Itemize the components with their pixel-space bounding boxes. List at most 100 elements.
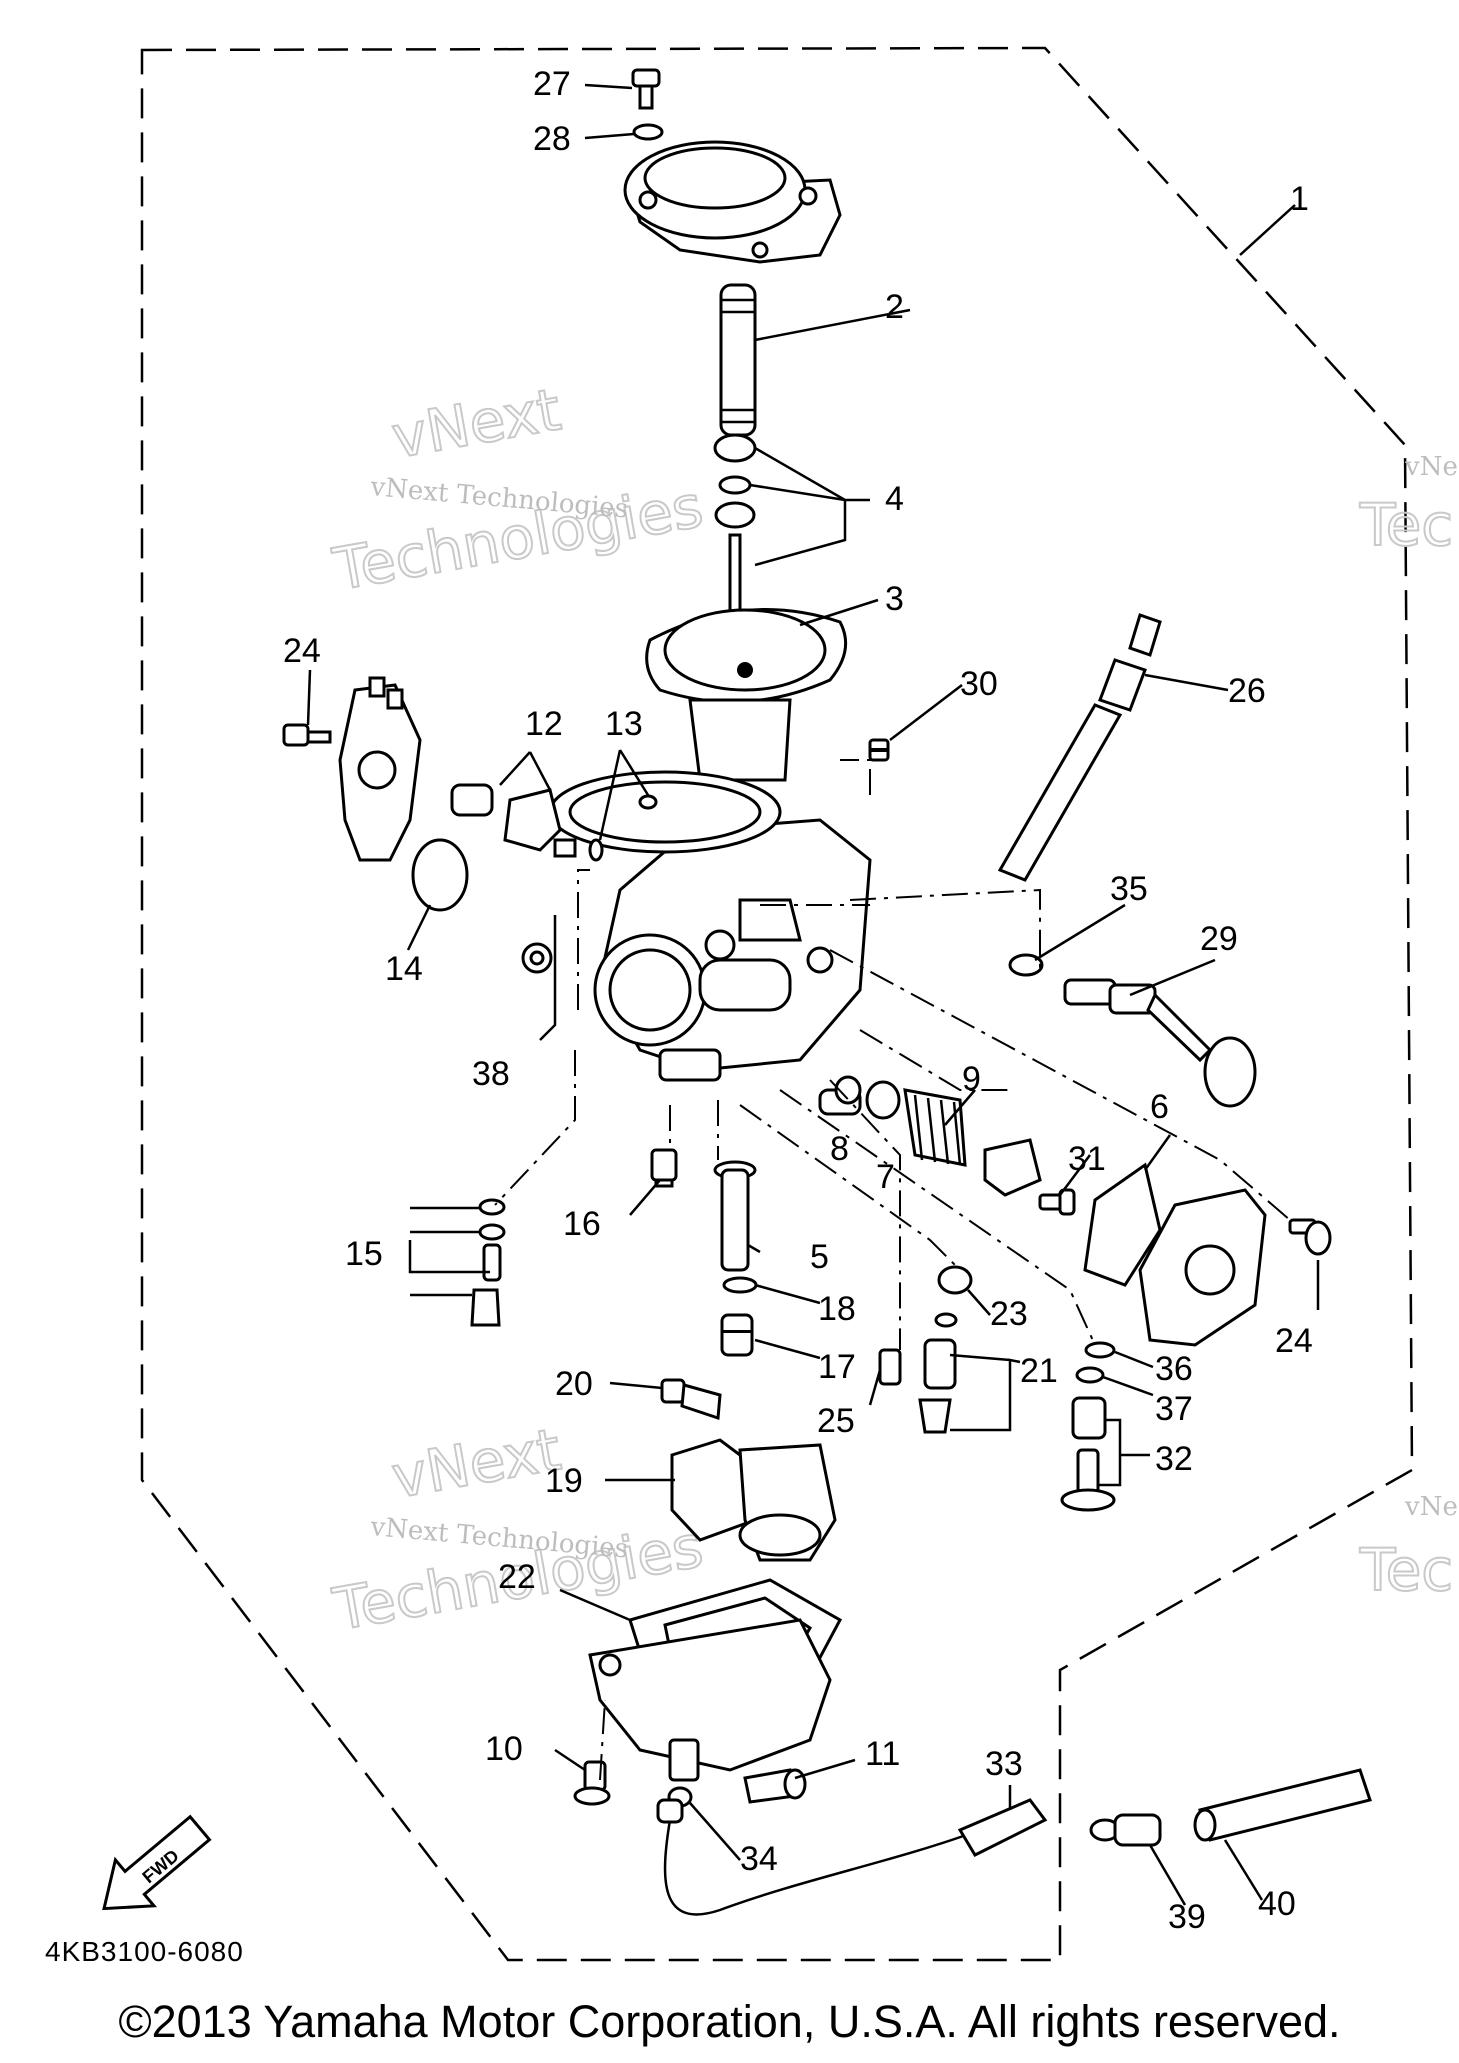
part-30-jet <box>868 738 890 762</box>
part-27-screw <box>631 68 661 110</box>
callout-1: 1 <box>1290 180 1309 218</box>
pump-cover <box>1138 1188 1267 1347</box>
part-20-pin <box>660 1378 722 1421</box>
part-19-float <box>670 1438 837 1562</box>
callout-27: 27 <box>533 65 571 103</box>
part-38-nut <box>521 942 553 974</box>
callout-18: 18 <box>818 1290 856 1328</box>
part-8-washer <box>834 1075 862 1105</box>
callout-33: 33 <box>985 1745 1023 1783</box>
callout-38: 38 <box>472 1055 510 1093</box>
assembly-axis-lines <box>494 759 1291 1781</box>
part-15-screw <box>470 1288 501 1327</box>
part-23-cap <box>937 1265 973 1295</box>
callout-8: 8 <box>830 1130 849 1168</box>
copyright-notice: ©2013 Yamaha Motor Corporation, U.S.A. A… <box>118 1996 1341 2047</box>
top-cover <box>623 140 842 264</box>
watermark-lower: vNext Technologies <box>327 1414 709 1645</box>
assembly-boundary <box>140 46 1414 1962</box>
callout-29: 29 <box>1200 920 1238 958</box>
callout-numbers: 1 2 3 4 5 6 7 8 9 10 11 12 13 14 15 16 1… <box>283 65 1313 1936</box>
part-29-pilot-screw <box>1063 978 1257 1108</box>
part-15-washer-b <box>478 1223 506 1241</box>
watermark-upper: vNext Technologies <box>327 374 709 605</box>
part-14-gasket <box>411 838 469 912</box>
callout-23: 23 <box>990 1295 1028 1333</box>
diagram-part-code: 4KB3100-6080 <box>45 1936 244 1967</box>
part-5-needle-jet <box>713 1160 757 1272</box>
watermark-edge-upper: vNe <box>1404 452 1458 482</box>
callout-30: 30 <box>960 665 998 703</box>
callout-16: 16 <box>563 1205 601 1243</box>
callout-10: 10 <box>485 1730 523 1768</box>
callout-32: 32 <box>1155 1440 1193 1478</box>
callout-24b: 24 <box>1275 1322 1313 1360</box>
part-33-hose-end <box>656 1798 1048 1857</box>
callout-35: 35 <box>1110 870 1148 908</box>
part-24-screw-right <box>1288 1218 1332 1256</box>
watermark-edge-upper-big: Tec <box>1359 491 1453 559</box>
callout-6: 6 <box>1150 1088 1169 1126</box>
part-21-o-ring <box>934 1312 958 1328</box>
watermark-edge-lower-big: Tec <box>1359 1536 1453 1604</box>
part-3-diaphragm-piston <box>645 608 848 782</box>
part-2-spring <box>719 283 757 437</box>
float-bowl <box>588 1618 832 1782</box>
part-7-washer <box>865 1080 901 1120</box>
callout-14: 14 <box>385 950 423 988</box>
callout-3: 3 <box>885 580 904 618</box>
callout-28: 28 <box>533 120 571 158</box>
callout-2: 2 <box>885 288 904 326</box>
part-13-o-ring-b <box>638 794 658 810</box>
throttle-bracket <box>338 676 422 862</box>
part-10-screw <box>573 1760 611 1806</box>
part-9-spring <box>903 1088 967 1167</box>
part-6-gasket <box>1083 1162 1162 1287</box>
callout-34: 34 <box>740 1840 778 1878</box>
callout-26: 26 <box>1228 672 1266 710</box>
part-40-hose <box>1193 1768 1372 1842</box>
callout-31: 31 <box>1068 1140 1106 1178</box>
callout-21: 21 <box>1020 1352 1058 1390</box>
part-4-needle-set <box>713 433 757 647</box>
callout-15: 15 <box>345 1235 383 1273</box>
part-37-washer <box>1075 1366 1105 1384</box>
callout-22: 22 <box>498 1558 536 1596</box>
svg-text:vNext: vNext <box>387 1415 566 1511</box>
svg-text:vNext: vNext <box>387 375 566 471</box>
part-35-o-ring <box>1008 953 1044 977</box>
part-12-plunger <box>450 783 577 858</box>
callout-4: 4 <box>885 480 904 518</box>
callout-17: 17 <box>818 1348 856 1386</box>
part-17-jet <box>720 1313 754 1357</box>
callout-25: 25 <box>817 1402 855 1440</box>
part-24-screw-left <box>282 723 332 747</box>
callout-19: 19 <box>545 1462 583 1500</box>
part-11-drain-screw <box>743 1768 807 1804</box>
callout-39: 39 <box>1168 1898 1206 1936</box>
callout-37: 37 <box>1155 1390 1193 1428</box>
part-13-o-ring-a <box>588 838 604 862</box>
leader-lines <box>306 83 1320 1906</box>
callout-13: 13 <box>605 705 643 743</box>
callout-36: 36 <box>1155 1350 1193 1388</box>
part-31-screw <box>983 1138 1076 1216</box>
part-25-jet <box>878 1348 902 1386</box>
part-18-washer <box>722 1276 758 1294</box>
part-39-fitting <box>1089 1813 1162 1847</box>
callout-11: 11 <box>865 1735 900 1773</box>
callout-5: 5 <box>810 1238 829 1276</box>
part-28-washer <box>632 123 664 141</box>
part-36-o-ring <box>1084 1341 1116 1359</box>
part-32-screw-spring <box>1060 1396 1116 1512</box>
callout-40: 40 <box>1258 1885 1296 1923</box>
callout-12: 12 <box>525 705 563 743</box>
callout-9: 9 <box>962 1060 981 1098</box>
carburetor-body <box>548 770 872 1116</box>
callout-20: 20 <box>555 1365 593 1403</box>
part-21-valve <box>918 1338 957 1434</box>
callout-24a: 24 <box>283 632 321 670</box>
part-15-washer-a <box>478 1198 506 1216</box>
